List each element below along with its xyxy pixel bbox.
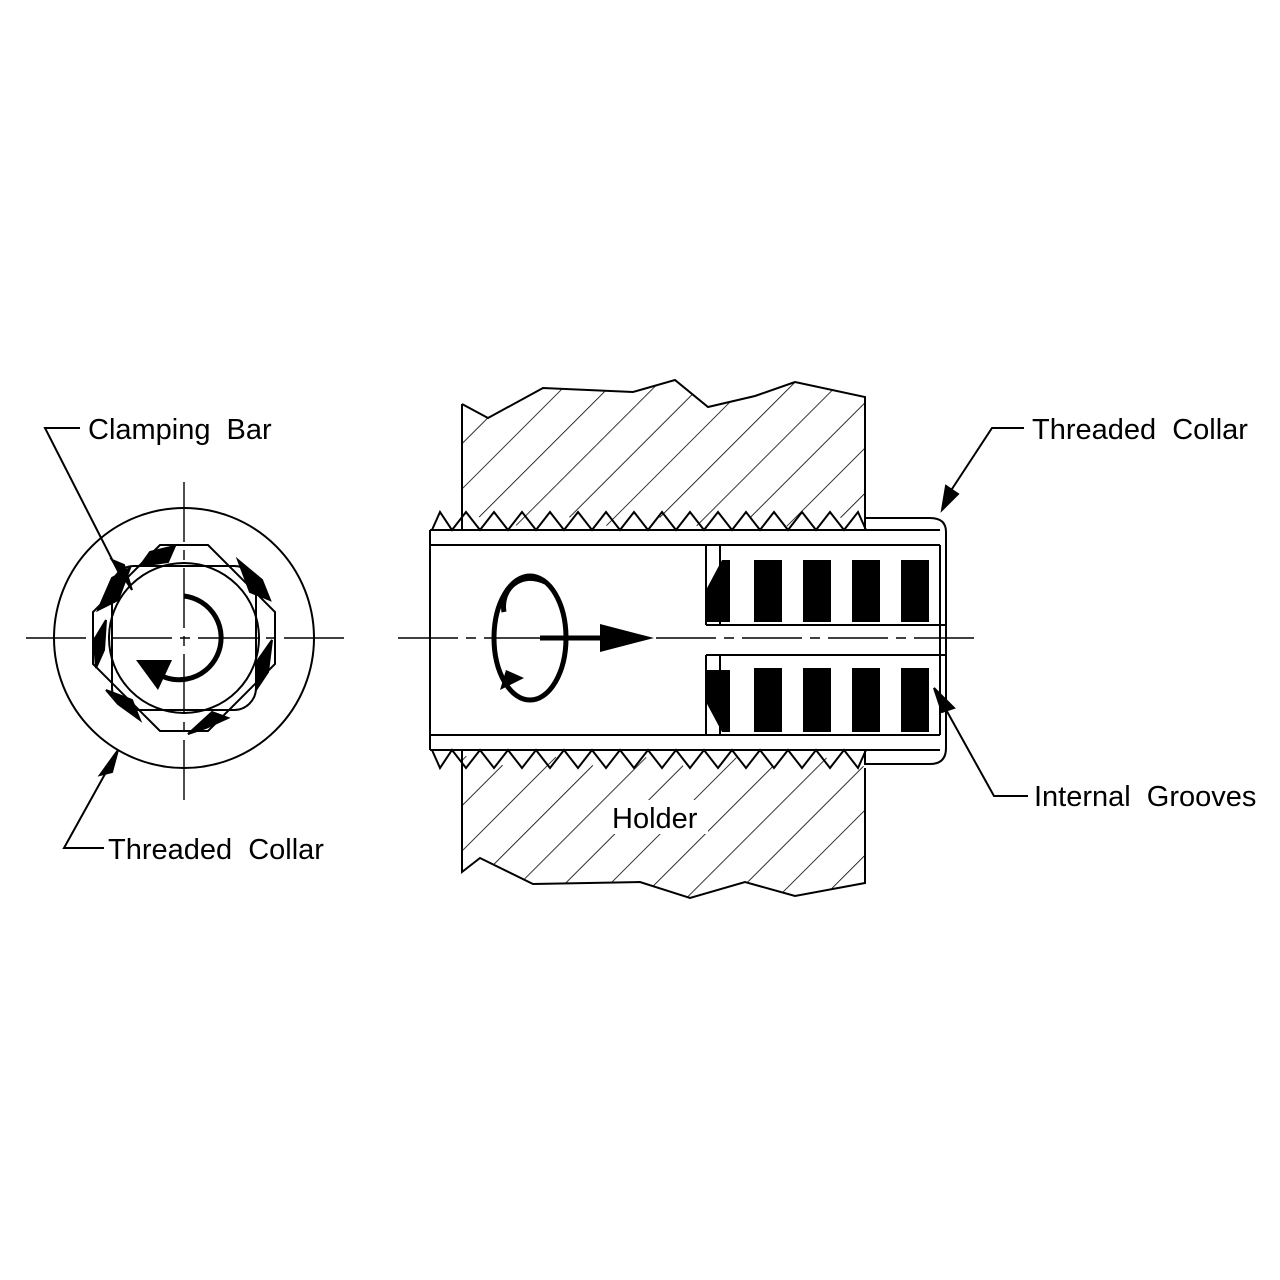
internal-grooves — [706, 560, 929, 732]
clamp-wedge-5 — [187, 710, 231, 735]
groove-bottom-3 — [852, 668, 880, 732]
groove-top-1 — [754, 560, 782, 622]
groove-top-2 — [803, 560, 831, 622]
clamping-bar-leader — [43, 427, 121, 576]
clamping-bar-outline — [92, 544, 276, 732]
groove-chamfer-top — [706, 560, 730, 622]
holder-bottom-break-outline — [461, 750, 866, 900]
holder-top-hatching — [462, 380, 865, 530]
holder-top-break-outline — [461, 378, 866, 530]
label-threaded-collar-right: Threaded Collar — [1032, 414, 1248, 446]
groove-chamfer-bottom — [706, 670, 730, 732]
end-view-leaders — [43, 427, 133, 849]
clamp-wedge-2 — [137, 544, 177, 568]
label-internal-grooves: Internal Grooves — [1034, 781, 1256, 813]
holder-label-backdrop — [604, 800, 708, 834]
label-clamping-bar: Clamping Bar — [88, 414, 272, 446]
groove-top-3 — [852, 560, 880, 622]
internal-grooves-leader — [943, 705, 1028, 797]
label-holder: Holder — [612, 803, 698, 835]
push-arrowhead — [600, 624, 654, 652]
ellipse-gap-mask — [490, 560, 510, 572]
internal-grooves-arrowhead — [933, 687, 956, 714]
rotation-arc — [148, 593, 224, 683]
end-view-drawing — [26, 482, 344, 800]
rotation-arrowhead-side — [500, 670, 524, 690]
threaded-collar-leader-right — [949, 427, 1024, 493]
section-view-leaders — [933, 427, 1028, 797]
clamping-bar-arrowhead — [109, 557, 133, 591]
rotate-push-symbol — [491, 573, 606, 703]
groove-bottom-2 — [803, 668, 831, 732]
rotation-arrowhead — [136, 660, 172, 690]
groove-top-4 — [901, 560, 929, 622]
label-threaded-collar-left: Threaded Collar — [108, 834, 324, 866]
groove-bottom-4 — [901, 668, 929, 732]
threaded-collar-arrowhead-left — [97, 749, 119, 777]
threaded-collar-leader-left — [62, 764, 111, 849]
clamp-wedge-4 — [254, 639, 273, 694]
threaded-collar-arrowhead-right — [940, 484, 960, 513]
groove-bottom-1 — [754, 668, 782, 732]
clamp-wedge-3 — [235, 556, 272, 602]
clamp-wedge-1 — [95, 565, 132, 613]
clamp-wedge-6 — [105, 689, 143, 723]
clamp-wedge-7 — [92, 619, 107, 669]
